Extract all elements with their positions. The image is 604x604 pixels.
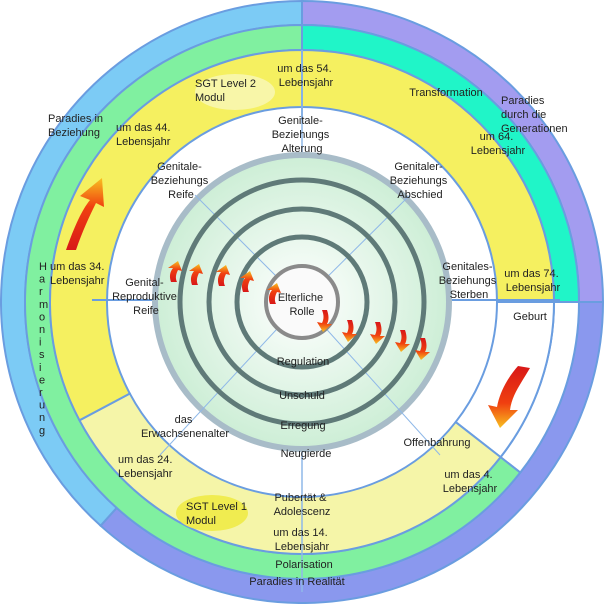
small-up-arrow-icon bbox=[168, 261, 182, 282]
label-age-14: um das 14. Lebensjahr bbox=[273, 527, 330, 553]
label-reproduktive-reife: Genital- Reproduktive Reife bbox=[112, 277, 180, 317]
label-reife: Genitale- Beziehungs Reife bbox=[151, 161, 212, 201]
small-down-arrow-icon bbox=[415, 338, 430, 360]
small-down-arrow-icon bbox=[370, 322, 385, 344]
small-down-arrow-icon bbox=[317, 310, 332, 332]
label-regulation: Regulation bbox=[277, 356, 330, 368]
ring-center bbox=[264, 264, 340, 340]
small-up-arrow-icon bbox=[189, 264, 203, 285]
label-age-54: um das 54. Lebensjahr bbox=[277, 63, 334, 89]
ring-erregung bbox=[206, 206, 398, 398]
label-age-4: um das 4. Lebensjahr bbox=[443, 469, 498, 495]
label-paradies-beziehung: Paradies in Beziehung bbox=[48, 113, 106, 139]
label-age-64: um 64. Lebensjahr bbox=[471, 131, 526, 157]
level1-highlight bbox=[176, 495, 248, 531]
small-up-arrow-icon bbox=[240, 271, 254, 292]
label-age-44: um das 44. Lebensjahr bbox=[116, 122, 173, 148]
label-age-34: um das 34. Lebensjahr bbox=[50, 261, 107, 287]
yellow-ring-left bbox=[49, 48, 303, 422]
small-down-arrow-icon bbox=[395, 330, 410, 352]
label-age-74: um das 74. Lebensjahr bbox=[504, 268, 561, 294]
ring-neugierde bbox=[177, 177, 427, 427]
label-paradies-generationen: Paradies durch die Generationen bbox=[501, 95, 568, 135]
label-sgt-level2: SGT Level 2 Modul bbox=[195, 78, 259, 104]
label-alterung: Genitale- Beziehungs Alterung bbox=[272, 115, 333, 155]
label-unschuld: Unschuld bbox=[279, 390, 325, 402]
label-erwachsenenalter: das Erwachsenenalter bbox=[141, 414, 229, 440]
big-up-arrow-icon bbox=[66, 178, 104, 250]
small-up-arrow-icon bbox=[216, 265, 230, 286]
big-down-arrow-icon bbox=[488, 366, 530, 428]
label-offenbahrung: Offenbahrung bbox=[403, 437, 470, 449]
label-polarisation: Polarisation bbox=[275, 559, 332, 571]
label-neugierde: Neugierde bbox=[281, 448, 332, 460]
label-elterliche-rolle: Elterliche Rolle bbox=[278, 292, 326, 318]
ring-unschuld bbox=[234, 234, 370, 370]
label-pubertaet: Pubertät & Adolescenz bbox=[274, 492, 331, 518]
label-geburt: Geburt bbox=[513, 311, 547, 323]
label-sterben: Genitales- Beziehungs Sterben bbox=[439, 261, 500, 301]
label-sgt-level1: SGT Level 1 Modul bbox=[186, 501, 250, 527]
label-age-24: um das 24. Lebensjahr bbox=[118, 454, 175, 480]
small-down-arrow-icon bbox=[342, 320, 357, 342]
label-abschied: Genitaler- Beziehungs Abschied bbox=[390, 161, 451, 201]
small-up-arrow-icon bbox=[267, 283, 281, 304]
level2-highlight bbox=[195, 74, 275, 110]
arrows bbox=[66, 178, 530, 428]
label-transformation: Transformation bbox=[409, 87, 483, 99]
label-paradies-realitaet: Paradies in Realität bbox=[249, 576, 344, 588]
label-erregung: Erregung bbox=[280, 420, 325, 432]
